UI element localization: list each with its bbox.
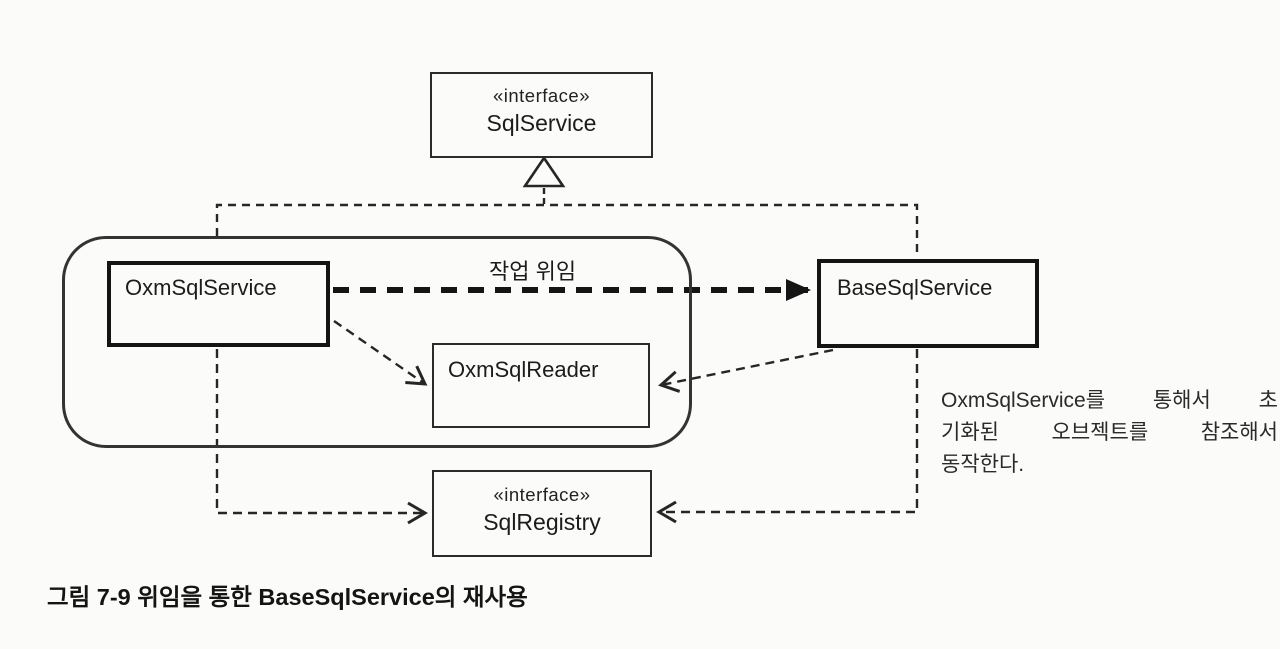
sqlregistry-stereotype: «interface»	[493, 484, 591, 505]
annotation-line-1: OxmSqlService를 통해서 초	[941, 389, 1278, 412]
class-box-oxmsqlservice: OxmSqlService	[107, 261, 330, 347]
class-box-oxmsqlreader: OxmSqlReader	[432, 343, 650, 428]
oxmsqlservice-name: OxmSqlService	[125, 275, 277, 300]
annotation-line-2: 기화된 오브젝트를 참조해서	[941, 421, 1278, 444]
class-box-basesqlservice: BaseSqlService	[817, 259, 1039, 348]
class-box-sqlservice: «interface» SqlService	[430, 72, 653, 158]
sqlservice-name: SqlService	[486, 110, 597, 136]
class-box-sqlregistry: «interface» SqlRegistry	[432, 470, 652, 557]
sqlservice-stereotype: «interface»	[492, 85, 591, 106]
figure-caption: 그림 7-9 위임을 통한 BaseSqlService의 재사용	[47, 584, 528, 610]
dependency-oxmsqlservice-sqlregistry	[215, 349, 428, 525]
annotation-line-3: 동작한다.	[941, 453, 1025, 476]
annotation-note: OxmSqlService를 통해서 초 기화된 오브젝트를 참조해서 동작한다…	[941, 385, 1278, 481]
dependency-basesqlservice-sqlregistry	[656, 349, 919, 524]
oxmsqlreader-name: OxmSqlReader	[448, 357, 599, 382]
sqlregistry-name: SqlRegistry	[483, 509, 601, 535]
realization-line	[215, 203, 919, 258]
generalization-triangle	[522, 155, 566, 188]
oxmsqlservice-group-frame	[62, 236, 692, 448]
basesqlservice-name: BaseSqlService	[837, 275, 993, 300]
delegation-label: 작업 위임	[489, 259, 577, 284]
dependency-oxmsqlservice-oxmsqlreader	[333, 320, 428, 386]
